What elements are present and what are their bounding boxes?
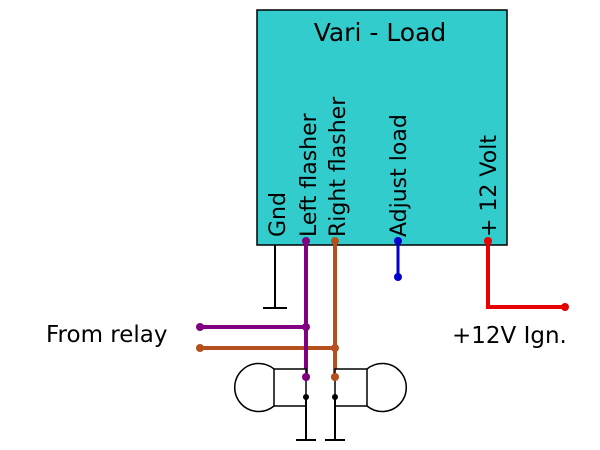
pin-label-right-flasher: Right flasher [326,96,351,237]
plus-12v-pin-dot [484,237,492,245]
plus-12v-wire [486,241,565,309]
ignition-label: +12V Ign. [452,323,567,349]
left-bulb-ground-dot [303,394,309,400]
right-flasher-junction-dot [331,344,339,352]
adjust-load-pin-dot [394,237,402,245]
adjust-load-end-dot [394,273,402,281]
pin-label-left-flasher: Left flasher [297,112,322,237]
pin-label-adjust-load: Adjust load [387,114,412,237]
relay-wire-left-end [196,323,204,331]
right-bulb [334,362,407,413]
left-bulb-contact-dot-top [302,373,310,381]
left-bulb [234,362,307,413]
right-bulb-contact-dot-top [331,373,339,381]
right-flasher-pin-dot [331,237,339,245]
left-flasher-junction-dot [302,323,310,331]
left-flasher-pin-dot [302,237,310,245]
pin-label-gnd: Gnd [266,192,291,237]
right-bulb-ground-dot [332,394,338,400]
module-title: Vari - Load [314,18,447,47]
pin-label-12-volt: + 12 Volt [477,135,502,237]
plus-12v-end-dot [561,303,569,311]
from-relay-label: From relay [46,322,168,348]
relay-wire-right-end [196,344,204,352]
vari-load-module [256,9,508,246]
